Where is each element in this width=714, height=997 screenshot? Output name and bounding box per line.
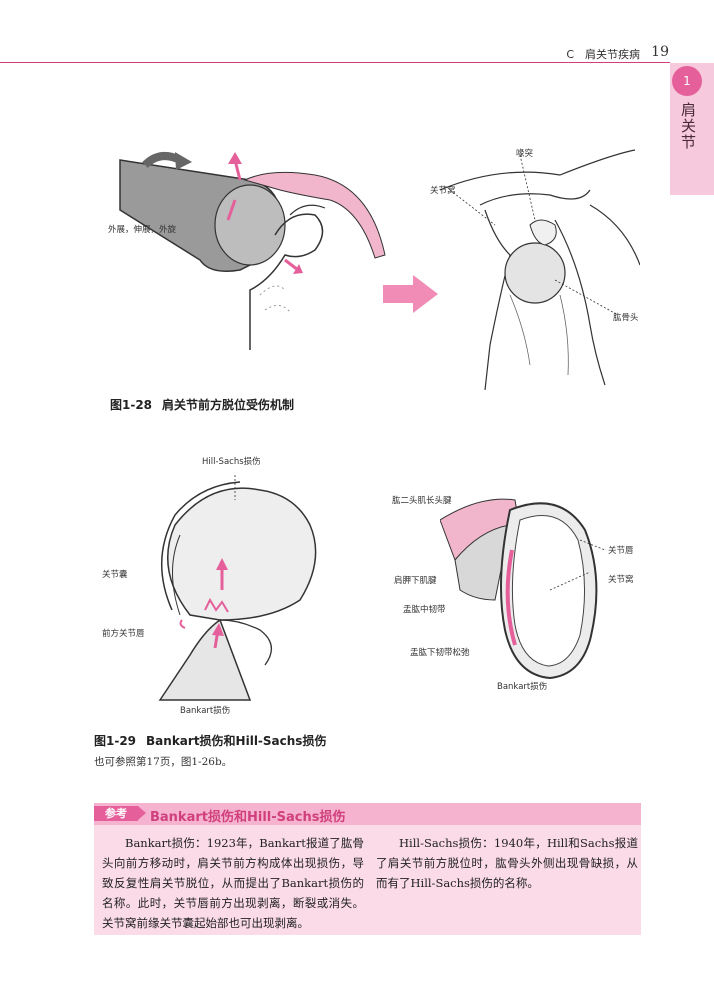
reference-box: 参考 Bankart损伤和Hill-Sachs损伤 Bankart损伤：1923… — [94, 803, 641, 935]
fig28-caption-text: 肩关节前方脱位受伤机制 — [162, 398, 295, 412]
chapter-number: 1 — [672, 66, 702, 96]
page-number: 19 — [651, 44, 669, 60]
reference-right-paragraph: Hill-Sachs损伤：1940年，Hill和Sachs报道了肩关节前方脱位时… — [376, 836, 638, 890]
transition-arrow — [383, 275, 438, 313]
fig29-caption-text: Bankart损伤和Hill-Sachs损伤 — [146, 734, 327, 748]
chapter-label: 肩关节 — [679, 102, 697, 150]
fig29-caption-number: 图1-29 — [94, 734, 137, 748]
fig29-hill-sachs-label: Hill-Sachs损伤 — [202, 457, 261, 467]
fig29-biceps-label: 肱二头肌长头腱 — [392, 496, 452, 506]
fig29-mghl-label: 盂肱中韧带 — [403, 605, 446, 615]
fig28-shoulder-illustration — [440, 149, 640, 390]
fig29-ighl-label: 盂肱下韧带松弛 — [410, 648, 470, 658]
fig28-glenoid-label: 关节窝 — [430, 186, 456, 196]
fig28-coracoid-label: 喙突 — [516, 149, 534, 159]
fig28-caption: 图1-28 肩关节前方脱位受伤机制 — [110, 396, 294, 413]
reference-tag-arrow-icon — [138, 806, 146, 820]
fig29-capsule-label: 关节囊 — [102, 570, 128, 580]
header-rule — [0, 62, 670, 63]
reference-left-paragraph: Bankart损伤：1923年，Bankart报道了肱骨头向前方移动时，肩关节前… — [102, 836, 364, 930]
fig29-note: 也可参照第17页，图1-26b。 — [94, 756, 233, 768]
fig28-mechanism-illustration — [119, 152, 386, 350]
fig29-bankart-right-label: Bankart损伤 — [497, 682, 548, 692]
fig29-anterior-labrum-label: 前方关节唇 — [102, 629, 145, 639]
reference-header — [94, 803, 641, 825]
fig29-bankart-left-label: Bankart损伤 — [180, 706, 231, 716]
fig29-labrum-label: 关节唇 — [608, 546, 634, 556]
fig29-glenoid-label: 关节窝 — [608, 575, 634, 585]
fig29-caption: 图1-29 Bankart损伤和Hill-Sachs损伤 — [94, 732, 326, 749]
fig29-glenoid-illustration — [440, 498, 605, 680]
running-head: C 肩关节疾病 — [566, 48, 640, 61]
reference-title: Bankart损伤和Hill-Sachs损伤 — [150, 810, 346, 825]
reference-tag: 参考 — [94, 806, 138, 821]
fig28-humeral-head-label: 肱骨头 — [613, 313, 639, 323]
fig29-cross-section-illustration — [158, 475, 317, 701]
fig28-caption-number: 图1-28 — [110, 398, 153, 412]
fig28-motion-label: 外展，伸展，外旋 — [108, 225, 177, 235]
fig29-subscapularis-label: 肩胛下肌腱 — [394, 576, 437, 586]
